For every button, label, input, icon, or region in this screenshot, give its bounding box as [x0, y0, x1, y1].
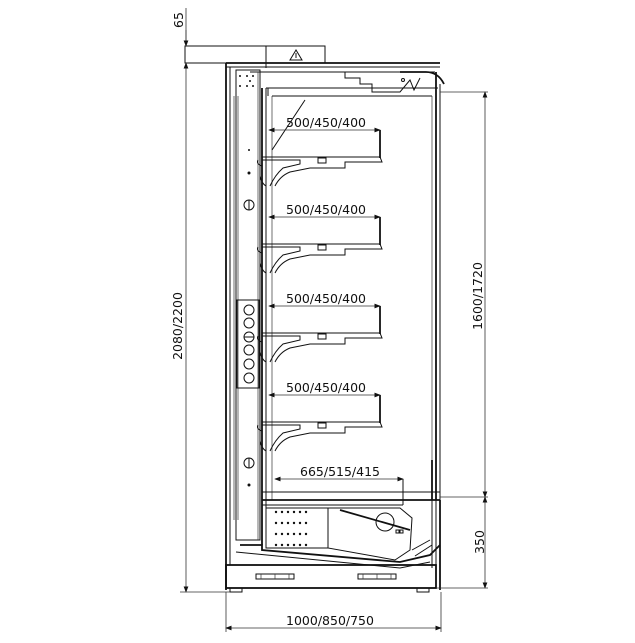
shelves: [257, 127, 383, 452]
shelf-4: [257, 392, 383, 452]
dim-base-shelf-depth: 665/515/415: [300, 464, 380, 479]
dimension-lines: [180, 8, 488, 632]
dim-total-height: 2080/2200: [170, 292, 185, 360]
shelf-1-depth-label: 500/450/400: [286, 115, 366, 130]
cabinet-outline: [225, 62, 445, 590]
dim-display-height: 1600/1720: [470, 262, 485, 330]
shelf-2-depth-label: 500/450/400: [286, 202, 366, 217]
dim-canopy-height: 65: [171, 12, 186, 28]
shelf-3-depth-label: 500/450/400: [286, 291, 366, 306]
shelf-4-depth-label: 500/450/400: [286, 380, 366, 395]
shelf-2: [257, 214, 383, 274]
base-well: [225, 460, 441, 593]
canopy: [184, 45, 326, 68]
dim-total-depth: 1000/850/750: [286, 613, 374, 628]
warning-icon: [289, 49, 303, 61]
shelf-3: [257, 303, 383, 363]
dim-base-height: 350: [472, 530, 487, 554]
shelf-1: [257, 127, 383, 187]
